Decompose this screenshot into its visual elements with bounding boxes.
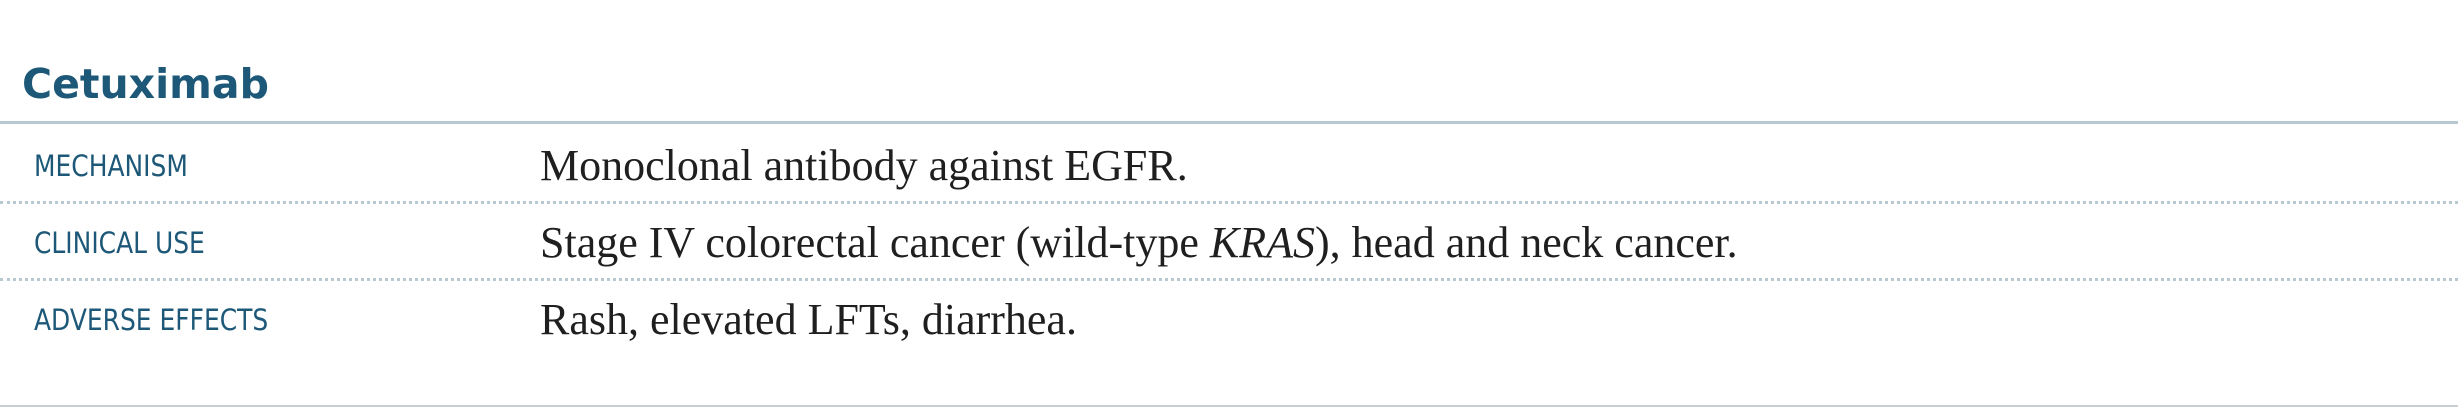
clinical-use-text-end: ), head and neck cancer. [1315, 218, 1738, 267]
adverse-effects-label: ADVERSE EFFECTS [34, 303, 269, 337]
clinical-use-label: CLINICAL USE [34, 226, 205, 260]
row-divider [0, 278, 2458, 281]
drug-title: Cetuximab [22, 60, 269, 108]
mechanism-text: Monoclonal antibody against EGFR. [540, 141, 1188, 190]
row-mechanism: MECHANISM Monoclonal antibody against EG… [0, 130, 2458, 202]
row-clinical-use: CLINICAL USE Stage IV colorectal cancer … [0, 207, 2458, 279]
mechanism-label: MECHANISM [34, 149, 188, 183]
clinical-use-text-start: Stage IV colorectal cancer (wild-type [540, 218, 1210, 267]
row-adverse-effects: ADVERSE EFFECTS Rash, elevated LFTs, dia… [0, 284, 2458, 356]
row-divider [0, 201, 2458, 204]
bottom-divider [0, 405, 2458, 407]
clinical-use-text: Stage IV colorectal cancer (wild-type KR… [540, 207, 1738, 279]
adverse-effects-text: Rash, elevated LFTs, diarrhea. [540, 295, 1077, 344]
gene-name-italic: KRAS [1209, 218, 1315, 267]
title-divider [0, 121, 2458, 124]
